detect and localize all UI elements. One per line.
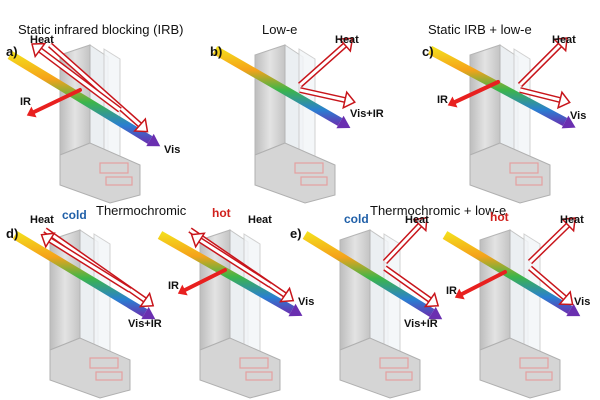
panel-e-cold-light-arrowhead xyxy=(428,306,443,320)
panel-e-hot-window-seal-2 xyxy=(525,371,553,381)
panel-b-window-seal-1 xyxy=(294,162,324,174)
panel-e-hot-light-arrowhead xyxy=(566,303,581,317)
panel-b-heat-label: Heat xyxy=(335,34,359,46)
panel-d-hot-window-seal-2 xyxy=(245,371,273,381)
panel-b-reflect-heat-fill xyxy=(299,43,346,87)
panel-a-window-seal-1 xyxy=(99,162,129,174)
panel-d-hot-in-heat-arrowhead xyxy=(278,286,295,303)
panel-a-light-beam xyxy=(7,51,153,144)
panel-e-hot-ir-arrow xyxy=(460,270,507,296)
panel-a-title: Static infrared blocking (IRB) xyxy=(18,22,184,37)
panel-e-cold-vis-label: Vis+IR xyxy=(404,318,438,330)
panel-b-pass-heat-arrowhead xyxy=(342,90,356,110)
panel-c-pass-heat-arrowhead xyxy=(556,90,571,110)
panel-c-letter: c) xyxy=(422,44,434,59)
panel-a-letter: a) xyxy=(6,44,18,59)
panel-e-hot-pass-heat-fill xyxy=(529,266,566,300)
panel-a-window-seal-2 xyxy=(105,176,133,186)
panel-b-window-seal-2 xyxy=(300,176,328,186)
panel-e-title: Thermochromic + low-e xyxy=(370,203,507,218)
panel-a-heat-label: Heat xyxy=(30,34,54,46)
panel-c-pass-heat-fill xyxy=(519,88,561,102)
panel-e-cold-pass-heat-arrowhead xyxy=(423,291,440,308)
panel-d-cold-window-seal-1 xyxy=(89,357,119,369)
panel-d-hot-light-beam xyxy=(157,231,295,314)
panel-d-cold-window-seal-2 xyxy=(95,371,123,381)
panel-d-cold-out-heat-fill xyxy=(49,238,131,292)
panel-d-hot-out-heat-arrowhead xyxy=(190,232,206,249)
panel-b-reflect-heat-arrowhead xyxy=(338,37,354,53)
panel-c-window-seal-2 xyxy=(515,176,543,186)
panel-a-out-heat-arrowhead xyxy=(31,42,47,59)
panel-c-reflect-heat-fill xyxy=(518,43,562,87)
panel-e-hot-ir-label: IR xyxy=(446,285,457,297)
panel-d-letter: d) xyxy=(6,226,19,241)
panel-d-hot-ir-arrow xyxy=(183,268,227,292)
panel-e-cold-reflect-heat-fill xyxy=(383,223,422,264)
panel-d-hot-ir-arrowhead xyxy=(177,284,188,296)
panel-d-hot-vis-label: Vis xyxy=(298,296,315,308)
panel-c-ir-label: IR xyxy=(437,94,448,106)
panel-a-vis-label: Vis xyxy=(164,144,181,156)
panel-e-cold-reflect-heat-arrowhead xyxy=(412,216,428,233)
panel-d-cold-out-heat-arrowhead xyxy=(40,232,56,249)
panel-e-cold-window-seal-1 xyxy=(379,357,409,369)
panel-c-ir-arrow xyxy=(453,80,500,104)
panel-d-hot-label: hot xyxy=(212,206,231,220)
panel-e-hot-light-beam xyxy=(442,231,573,314)
panel-c-window-frame-left xyxy=(469,44,501,156)
panel-d-cold-label: cold xyxy=(62,208,87,222)
panel-a-ir-label: IR xyxy=(20,96,31,108)
panel-b-letter: b) xyxy=(210,44,223,59)
panel-e-hot-window-frame-left xyxy=(479,229,511,351)
panel-d-hot-light-arrowhead xyxy=(288,303,303,317)
panel-a-light-arrowhead xyxy=(146,133,161,147)
panel-e-cold-pass-heat-fill xyxy=(384,266,431,302)
panel-b-light-arrowhead xyxy=(336,115,351,129)
panel-c-vis-label: Vis xyxy=(570,110,587,122)
panel-e-letter: e) xyxy=(290,226,302,241)
panel-e-hot-heat-label: Heat xyxy=(560,214,584,226)
panel-e-hot-vis-label: Vis xyxy=(574,296,591,308)
panel-d-hot-out-heat-fill xyxy=(199,238,271,287)
panel-b-title: Low-e xyxy=(262,22,298,37)
panel-d-cold-heat-label: Heat xyxy=(30,214,54,226)
panel-c-ir-arrowhead xyxy=(447,96,458,108)
panel-d-hot-window-seal-1 xyxy=(239,357,269,369)
panel-b-pass-heat-fill xyxy=(299,88,346,102)
panel-b-window-frame-left xyxy=(254,44,286,156)
panel-a-ir-arrow xyxy=(32,88,82,114)
panel-e-hot-ir-arrowhead xyxy=(454,288,465,300)
panel-b-vis-label: Vis+IR xyxy=(350,108,384,120)
panel-c-heat-label: Heat xyxy=(552,34,576,46)
panel-d-cold-vis-label: Vis+IR xyxy=(128,318,162,330)
panel-e-cold-window-frame-left xyxy=(339,229,371,351)
panel-d-cold-light-beam xyxy=(12,231,148,317)
panel-d-hot-heat-label: Heat xyxy=(248,214,272,226)
panel-c-light-beam xyxy=(427,46,568,126)
panel-c-window-seal-1 xyxy=(509,162,539,174)
panel-a-ir-arrowhead xyxy=(26,106,37,118)
panel-e-cold-heat-label: Heat xyxy=(405,214,429,226)
panel-b-light-beam xyxy=(212,46,343,126)
panel-e-hot-pass-heat-arrowhead xyxy=(558,290,574,306)
panel-e-hot-reflect-heat-fill xyxy=(528,223,570,264)
panel-e-hot-label: hot xyxy=(490,210,509,224)
panel-e-hot-reflect-heat-arrowhead xyxy=(560,217,577,233)
panel-e-cold-light-beam xyxy=(302,231,435,317)
panel-a-in-heat-arrowhead xyxy=(133,117,149,133)
panel-e-cold-label: cold xyxy=(344,212,369,226)
panel-d-cold-in-heat-arrowhead xyxy=(138,291,155,308)
panel-c-title: Static IRB + low-e xyxy=(428,22,532,37)
panel-d-title: Thermochromic xyxy=(96,203,187,218)
panel-a-in-heat-fill xyxy=(49,43,141,127)
panel-c-light-arrowhead xyxy=(561,115,576,129)
panel-a-out-heat-fill xyxy=(39,48,121,112)
panel-e-hot-window-seal-1 xyxy=(519,357,549,369)
panel-c-reflect-heat-arrowhead xyxy=(552,37,568,53)
panel-d-hot-ir-label: IR xyxy=(168,280,179,292)
panel-d-cold-light-arrowhead xyxy=(141,306,156,320)
panel-e-cold-window-seal-2 xyxy=(385,371,413,381)
